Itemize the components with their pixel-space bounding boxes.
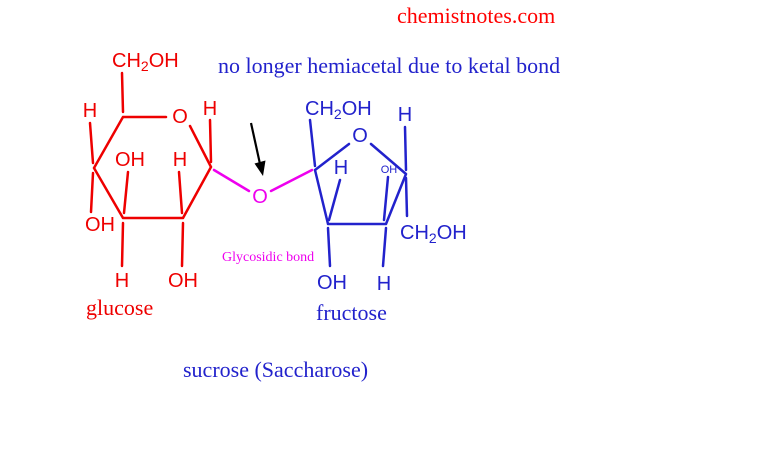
fructose-substituent-bonds	[308, 118, 409, 268]
glucose-ring-bonds	[92, 115, 213, 220]
glycosidic-bond-label: Glycosidic bond	[222, 250, 314, 265]
heading-text: no longer hemiacetal due to ketal bond	[218, 53, 560, 78]
pointer-arrow	[249, 122, 266, 176]
fructose-ch2oh-top-ch: CH	[305, 98, 334, 120]
glucose-ch2oh-top-label: CH2OH	[112, 50, 179, 74]
glycosidic-bond-lines	[212, 168, 314, 193]
glucose-bonds	[88, 71, 213, 268]
glucose-oh-left-label: OH	[85, 214, 115, 236]
glucose-oh-inner-label: OH	[115, 149, 145, 171]
sucrose-name-label: sucrose (Saccharose)	[183, 357, 368, 382]
fructose-h-top-right-label: H	[398, 104, 412, 126]
fructose-ch2oh-top-label: CH2OH	[305, 98, 372, 122]
fructose-atom-labels: CH2OH O H H OH CH2OH OH H fructose	[305, 98, 467, 325]
fructose-ch2oh-right-subscript: 2	[429, 230, 437, 246]
glucose-h-top-right-label: H	[203, 98, 217, 120]
glucose-oh-bottom-label: OH	[168, 270, 198, 292]
pointer-arrow-shaft	[249, 122, 262, 165]
glucose-name-label: glucose	[86, 295, 153, 320]
glycosidic-oxygen-label: O	[252, 186, 268, 208]
pointer-arrow-head	[254, 160, 266, 176]
glycosidic-bond-path	[212, 168, 314, 193]
glucose-substituent-bonds	[88, 71, 213, 268]
glucose-ch2oh-ch: CH	[112, 50, 141, 72]
fructose-ch2oh-right-oh: OH	[437, 222, 467, 244]
fructose-h-inner-label: H	[334, 157, 348, 179]
glucose-h-top-left-label: H	[83, 100, 97, 122]
fructose-ch2oh-top-subscript: 2	[334, 106, 342, 122]
glycosidic-labels: O Glycosidic bond	[222, 186, 314, 265]
fructose-oh-small-label: OH	[381, 164, 398, 176]
fructose-ring-bonds	[313, 142, 408, 226]
fructose-h-bottom-label: H	[377, 273, 391, 295]
glucose-h-inner-label: H	[173, 149, 187, 171]
glucose-ring-oxygen-label: O	[172, 106, 188, 128]
fructose-oh-bottom-label: OH	[317, 272, 347, 294]
glucose-atom-labels: CH2OH H O H OH H OH H OH glucose	[83, 50, 217, 320]
fructose-ch2oh-right-ch: CH	[400, 222, 429, 244]
glucose-h-bottom-label: H	[115, 270, 129, 292]
glucose-ch2oh-oh: OH	[149, 50, 179, 72]
fructose-ch2oh-top-oh: OH	[342, 98, 372, 120]
watermark-text: chemistnotes.com	[397, 3, 555, 28]
fructose-ring-oxygen-label: O	[352, 125, 368, 147]
fructose-name-label: fructose	[316, 300, 387, 325]
glucose-ch2oh-subscript: 2	[141, 58, 149, 74]
fructose-bonds	[308, 118, 409, 268]
fructose-ch2oh-right-label: CH2OH	[400, 222, 467, 246]
